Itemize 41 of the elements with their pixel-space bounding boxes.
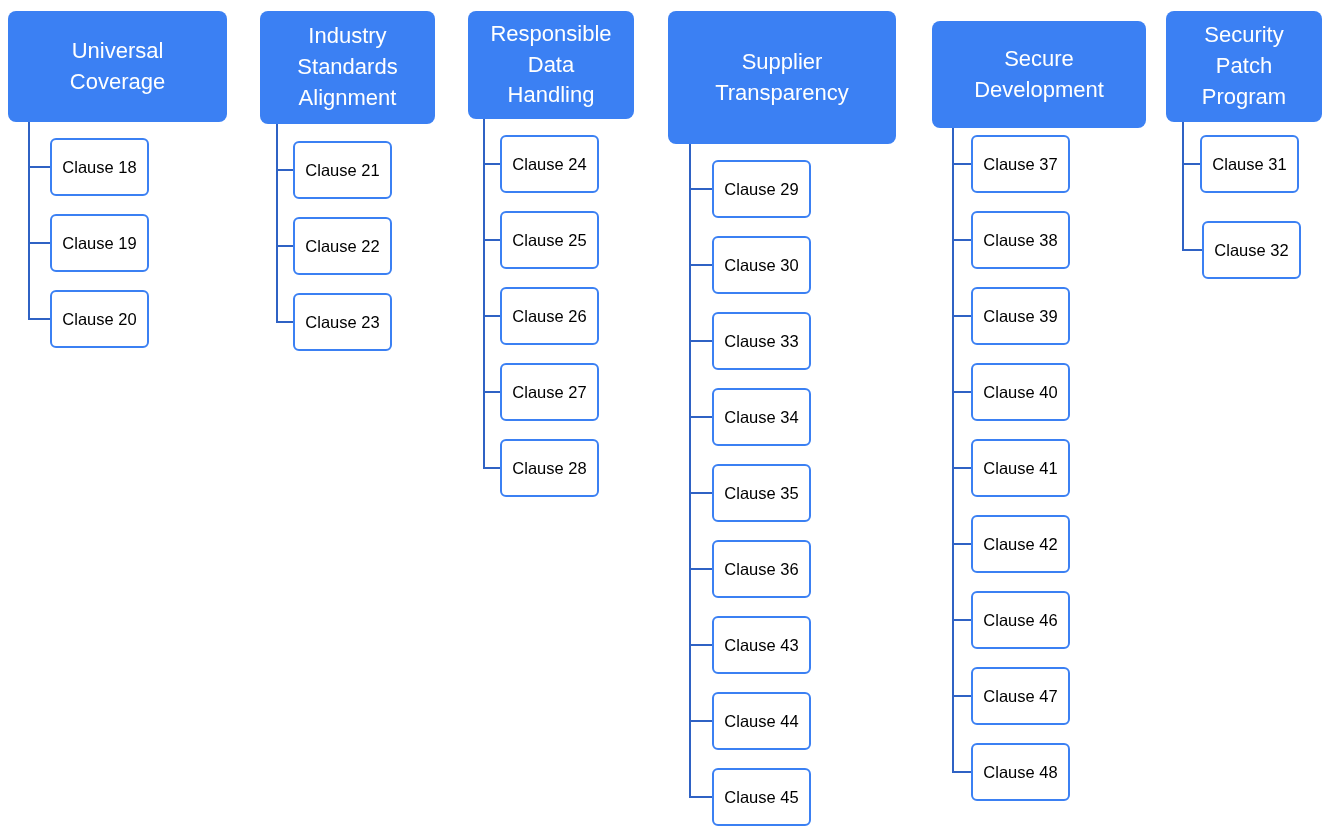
clause-box: Clause 37 bbox=[971, 135, 1070, 193]
category-box: Supplier Transparency bbox=[668, 11, 896, 144]
clause-box: Clause 26 bbox=[500, 287, 599, 345]
connector-line bbox=[483, 118, 501, 469]
clause-box: Clause 20 bbox=[50, 290, 149, 348]
clause-box: Clause 44 bbox=[712, 692, 811, 750]
clause-box: Clause 23 bbox=[293, 293, 392, 351]
category-box: Secure Development bbox=[932, 21, 1146, 128]
category-box: Industry Standards Alignment bbox=[260, 11, 435, 124]
clause-box: Clause 18 bbox=[50, 138, 149, 196]
connector-line bbox=[1182, 121, 1203, 251]
clause-box: Clause 33 bbox=[712, 312, 811, 370]
clause-box: Clause 40 bbox=[971, 363, 1070, 421]
clause-box: Clause 28 bbox=[500, 439, 599, 497]
clause-box: Clause 29 bbox=[712, 160, 811, 218]
clause-box: Clause 32 bbox=[1202, 221, 1301, 279]
clause-box: Clause 35 bbox=[712, 464, 811, 522]
clause-box: Clause 45 bbox=[712, 768, 811, 826]
category-box: Responsible Data Handling bbox=[468, 11, 634, 119]
clause-box: Clause 38 bbox=[971, 211, 1070, 269]
clause-box: Clause 47 bbox=[971, 667, 1070, 725]
clause-box: Clause 31 bbox=[1200, 135, 1299, 193]
clause-box: Clause 43 bbox=[712, 616, 811, 674]
clause-box: Clause 39 bbox=[971, 287, 1070, 345]
connector-line bbox=[276, 123, 294, 323]
clause-box: Clause 22 bbox=[293, 217, 392, 275]
category-box: Universal Coverage bbox=[8, 11, 227, 122]
clause-box: Clause 19 bbox=[50, 214, 149, 272]
clause-box: Clause 25 bbox=[500, 211, 599, 269]
clause-box: Clause 42 bbox=[971, 515, 1070, 573]
clause-box: Clause 41 bbox=[971, 439, 1070, 497]
clause-box: Clause 27 bbox=[500, 363, 599, 421]
category-box: Security Patch Program bbox=[1166, 11, 1322, 122]
connector-line bbox=[28, 121, 51, 320]
clause-box: Clause 48 bbox=[971, 743, 1070, 801]
clause-box: Clause 24 bbox=[500, 135, 599, 193]
clause-box: Clause 21 bbox=[293, 141, 392, 199]
clause-box: Clause 30 bbox=[712, 236, 811, 294]
clause-box: Clause 36 bbox=[712, 540, 811, 598]
clause-box: Clause 46 bbox=[971, 591, 1070, 649]
clause-box: Clause 34 bbox=[712, 388, 811, 446]
